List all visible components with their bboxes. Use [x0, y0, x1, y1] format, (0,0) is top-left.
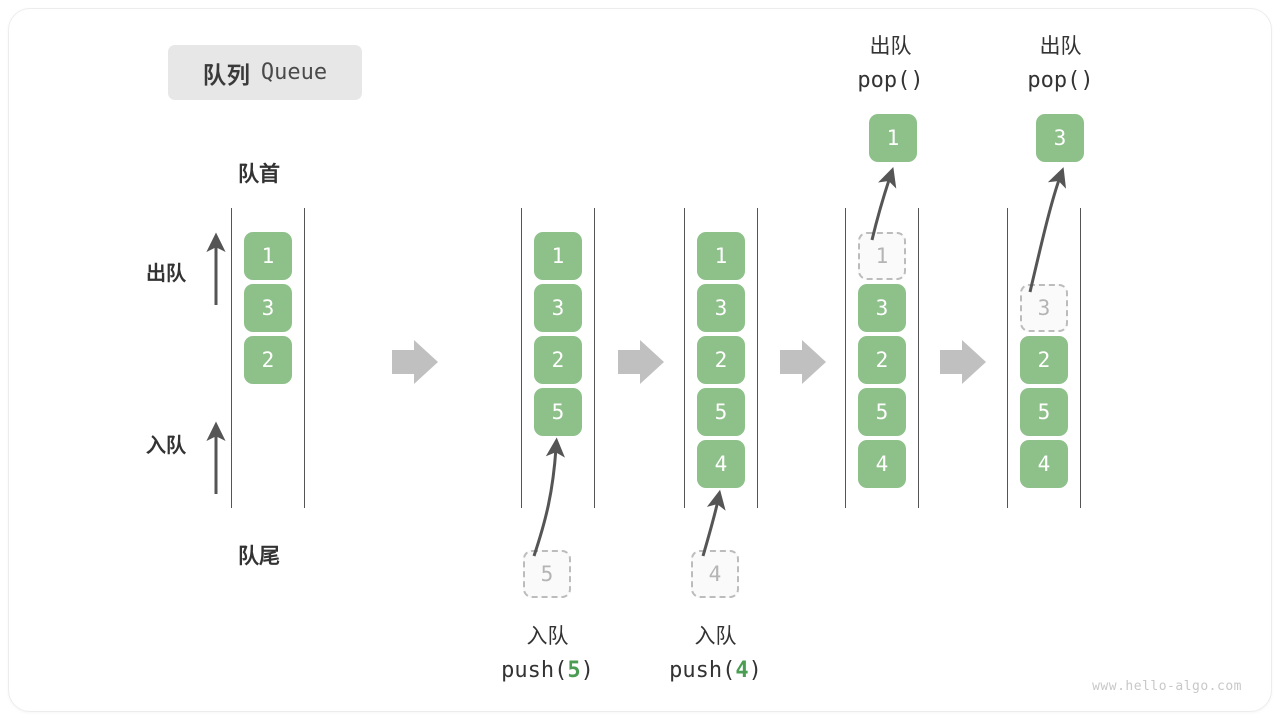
operation-code: pop() — [818, 64, 963, 98]
queue-cell: 5 — [858, 388, 906, 436]
front-label: 队首 — [238, 163, 280, 186]
rail-left — [521, 208, 522, 508]
queue-cell: 3 — [534, 284, 582, 332]
operation-fn: push( — [669, 658, 736, 683]
queue-cell: 5 — [697, 388, 745, 436]
dequeue-side-label: 出队 — [146, 263, 186, 285]
enqueue-side-label: 入队 — [146, 435, 186, 457]
queue-cell: 2 — [858, 336, 906, 384]
queue-cell: 1 — [697, 232, 745, 280]
queue-cell: 2 — [244, 336, 292, 384]
rail-right — [1080, 208, 1081, 508]
queue-cell: 1 — [534, 232, 582, 280]
watermark: www.hello-algo.com — [1092, 679, 1242, 694]
rail-right — [304, 208, 305, 508]
ghost-cell-pop-3: 3 — [1020, 284, 1068, 332]
title-chinese: 队列 — [202, 61, 251, 88]
operation-label-pop-1: 出队 pop() — [818, 30, 963, 98]
operation-name-cn: 出队 — [1039, 35, 1082, 58]
popped-cell-1: 1 — [869, 114, 917, 162]
operation-fn: pop( — [857, 68, 911, 93]
operation-fn-end: ) — [910, 68, 924, 93]
queue-cell: 2 — [697, 336, 745, 384]
queue-cell: 2 — [534, 336, 582, 384]
operation-name-cn: 出队 — [869, 35, 912, 58]
queue-cell: 4 — [1020, 440, 1068, 488]
popped-cell-3: 3 — [1036, 114, 1084, 162]
rail-left — [684, 208, 685, 508]
operation-fn-end: ) — [580, 658, 594, 683]
queue-cell: 4 — [697, 440, 745, 488]
rear-label: 队尾 — [238, 545, 280, 568]
queue-cell: 5 — [534, 388, 582, 436]
diagram-card — [8, 8, 1272, 712]
queue-cell: 5 — [1020, 388, 1068, 436]
queue-cell: 4 — [858, 440, 906, 488]
rail-left — [845, 208, 846, 508]
ghost-cell-push-4: 4 — [691, 550, 739, 598]
title-badge: 队列 Queue — [168, 45, 362, 100]
queue-cell: 1 — [244, 232, 292, 280]
operation-code: push(4) — [638, 654, 793, 688]
rail-left — [231, 208, 232, 508]
rail-right — [918, 208, 919, 508]
ghost-cell-pop-1: 1 — [858, 232, 906, 280]
queue-column-after-pop-1: 1 3 2 5 4 — [845, 208, 919, 508]
operation-arg: 4 — [735, 658, 749, 683]
operation-fn: pop( — [1027, 68, 1081, 93]
rail-left — [1007, 208, 1008, 508]
operation-fn-end: ) — [748, 658, 762, 683]
operation-fn-end: ) — [1080, 68, 1094, 93]
operation-name-cn: 入队 — [526, 625, 569, 648]
operation-fn: push( — [501, 658, 568, 683]
queue-cell: 3 — [244, 284, 292, 332]
queue-column-after-push-5: 1 3 2 5 — [521, 208, 595, 508]
queue-cell: 2 — [1020, 336, 1068, 384]
operation-code: pop() — [988, 64, 1133, 98]
rail-right — [594, 208, 595, 508]
queue-cell: 3 — [697, 284, 745, 332]
operation-label-pop-3: 出队 pop() — [988, 30, 1133, 98]
queue-cell: 3 — [858, 284, 906, 332]
title-english: Queue — [260, 60, 328, 85]
operation-code: push(5) — [470, 654, 625, 688]
queue-column-after-pop-3: 3 2 5 4 — [1007, 208, 1081, 508]
operation-label-push-4: 入队 push(4) — [638, 620, 793, 688]
queue-column-after-push-4: 1 3 2 5 4 — [684, 208, 758, 508]
operation-name-cn: 入队 — [694, 625, 737, 648]
ghost-cell-push-5: 5 — [523, 550, 571, 598]
operation-label-push-5: 入队 push(5) — [470, 620, 625, 688]
rail-right — [757, 208, 758, 508]
operation-arg: 5 — [567, 658, 581, 683]
queue-column-initial: 1 3 2 — [231, 208, 305, 508]
